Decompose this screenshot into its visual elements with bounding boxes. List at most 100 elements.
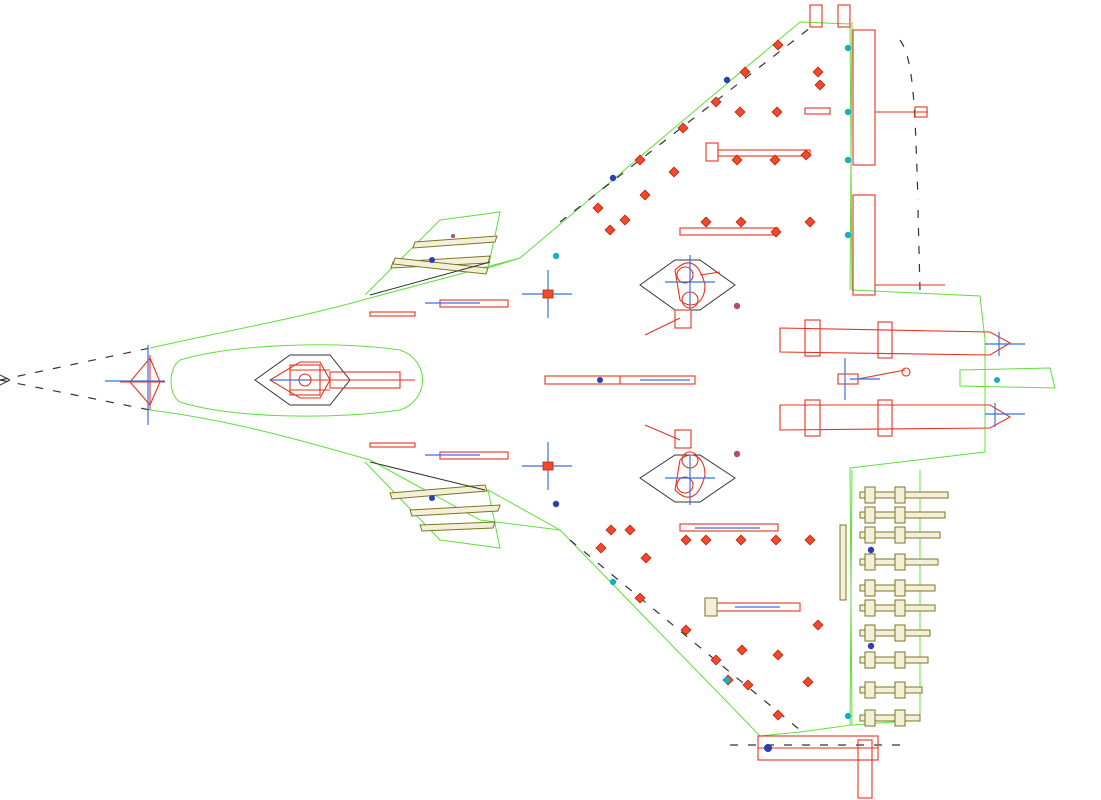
clamp-block	[864, 506, 876, 524]
pivot-dot	[844, 231, 852, 239]
clamp-rail	[839, 524, 847, 601]
pivot-dot	[733, 450, 741, 458]
pivot-dot	[552, 252, 560, 260]
pivot-dot	[867, 546, 875, 554]
fixture-marker	[710, 654, 722, 666]
fixture-marker	[619, 214, 631, 226]
pivot-dot	[867, 642, 875, 650]
pivot-dot	[733, 302, 741, 310]
fixture-marker	[680, 624, 692, 636]
clamp-block	[864, 486, 876, 504]
wing-spars[interactable]	[679, 142, 811, 617]
pivot-dot	[844, 712, 852, 720]
pivot-dot	[609, 174, 617, 182]
fixture-marker	[677, 122, 689, 134]
upper-wing-robot[interactable]	[639, 255, 736, 336]
nose-axis-gizmo	[105, 345, 165, 425]
axis-gizmos	[522, 270, 572, 490]
pivot-dot	[723, 76, 731, 84]
clamp-block	[894, 579, 906, 597]
right-canard-clamps[interactable]	[369, 461, 501, 532]
fixture-marker	[595, 542, 607, 554]
fixture-marker	[800, 149, 812, 161]
fixture-marker	[640, 552, 652, 564]
clamp-block	[864, 526, 876, 544]
clamp-block	[894, 709, 906, 727]
fixture-marker	[802, 676, 814, 688]
clamp-block	[864, 553, 876, 571]
pivot-dot	[844, 44, 852, 52]
fixture-marker	[700, 216, 712, 228]
fixture-marker	[634, 154, 646, 166]
fixture-marker	[700, 534, 712, 546]
lower-wing-robot[interactable]	[639, 424, 736, 505]
fixture-marker	[772, 39, 784, 51]
clamp-block	[894, 681, 906, 699]
fixture-marker	[680, 534, 692, 546]
clamp-block	[864, 681, 876, 699]
fixture-marker	[639, 189, 651, 201]
clamp-block	[894, 624, 906, 642]
fixture-marker	[710, 96, 722, 108]
fixture-marker	[735, 216, 747, 228]
tail-cone-outline	[959, 367, 1056, 389]
fixture-marker	[736, 644, 748, 656]
fixture-marker	[734, 106, 746, 118]
lower-main-rail[interactable]	[779, 399, 1025, 437]
fixture-marker	[742, 679, 754, 691]
right-canard-outline	[364, 461, 561, 549]
fixture-marker	[814, 79, 826, 91]
fixture-marker	[772, 709, 784, 721]
fixture-marker	[770, 534, 782, 546]
fixture-markers	[552, 39, 875, 721]
clamp-block	[894, 599, 906, 617]
axis-gizmo-upper	[522, 270, 572, 318]
clamp-block	[894, 486, 906, 504]
tail-actuator[interactable]	[837, 358, 1000, 400]
fixture-marker	[634, 592, 646, 604]
pivot-dot	[844, 156, 852, 164]
pivot-dot	[609, 578, 617, 586]
fixture-marker	[624, 524, 636, 536]
cockpit-rig[interactable]	[254, 354, 415, 406]
pivot-dot	[844, 108, 852, 116]
upper-main-rail[interactable]	[779, 319, 1025, 359]
upper-column-fixture[interactable]	[804, 4, 945, 296]
lower-clamp-array[interactable]	[839, 486, 949, 727]
fixture-marker	[668, 166, 680, 178]
clamp-bar	[859, 714, 921, 722]
clamp-bar	[859, 686, 923, 694]
canopy-outline	[170, 344, 423, 417]
bottom-fixture[interactable]	[757, 735, 879, 799]
leading-edge-dashes	[0, 27, 921, 746]
fixture-marker	[804, 534, 816, 546]
pivot-dot	[552, 500, 560, 508]
fixture-marker	[739, 66, 751, 78]
left-canard-clamps[interactable]	[369, 234, 498, 296]
forward-beams[interactable]	[369, 299, 509, 460]
fixture-marker	[605, 524, 617, 536]
fixture-marker	[769, 154, 781, 166]
clamp-block	[894, 506, 906, 524]
axis-gizmo-lower	[522, 442, 572, 490]
clamp-block	[894, 553, 906, 571]
fixture-marker	[604, 224, 616, 236]
center-spine-beam[interactable]	[544, 375, 696, 385]
fixture-marker	[812, 66, 824, 78]
clamp-block	[864, 624, 876, 642]
fixture-marker	[731, 154, 743, 166]
clamp-block	[894, 651, 906, 669]
fixture-marker	[735, 534, 747, 546]
left-canard-outline	[364, 211, 521, 296]
fixture-marker	[804, 216, 816, 228]
fixture-marker	[592, 202, 604, 214]
nose-fixture[interactable]	[105, 345, 165, 425]
fixture-marker	[770, 226, 782, 238]
clamp-block	[864, 651, 876, 669]
fixture-marker	[812, 619, 824, 631]
fixture-marker	[772, 649, 784, 661]
pivot-dot	[723, 676, 731, 684]
fixture-marker	[771, 106, 783, 118]
